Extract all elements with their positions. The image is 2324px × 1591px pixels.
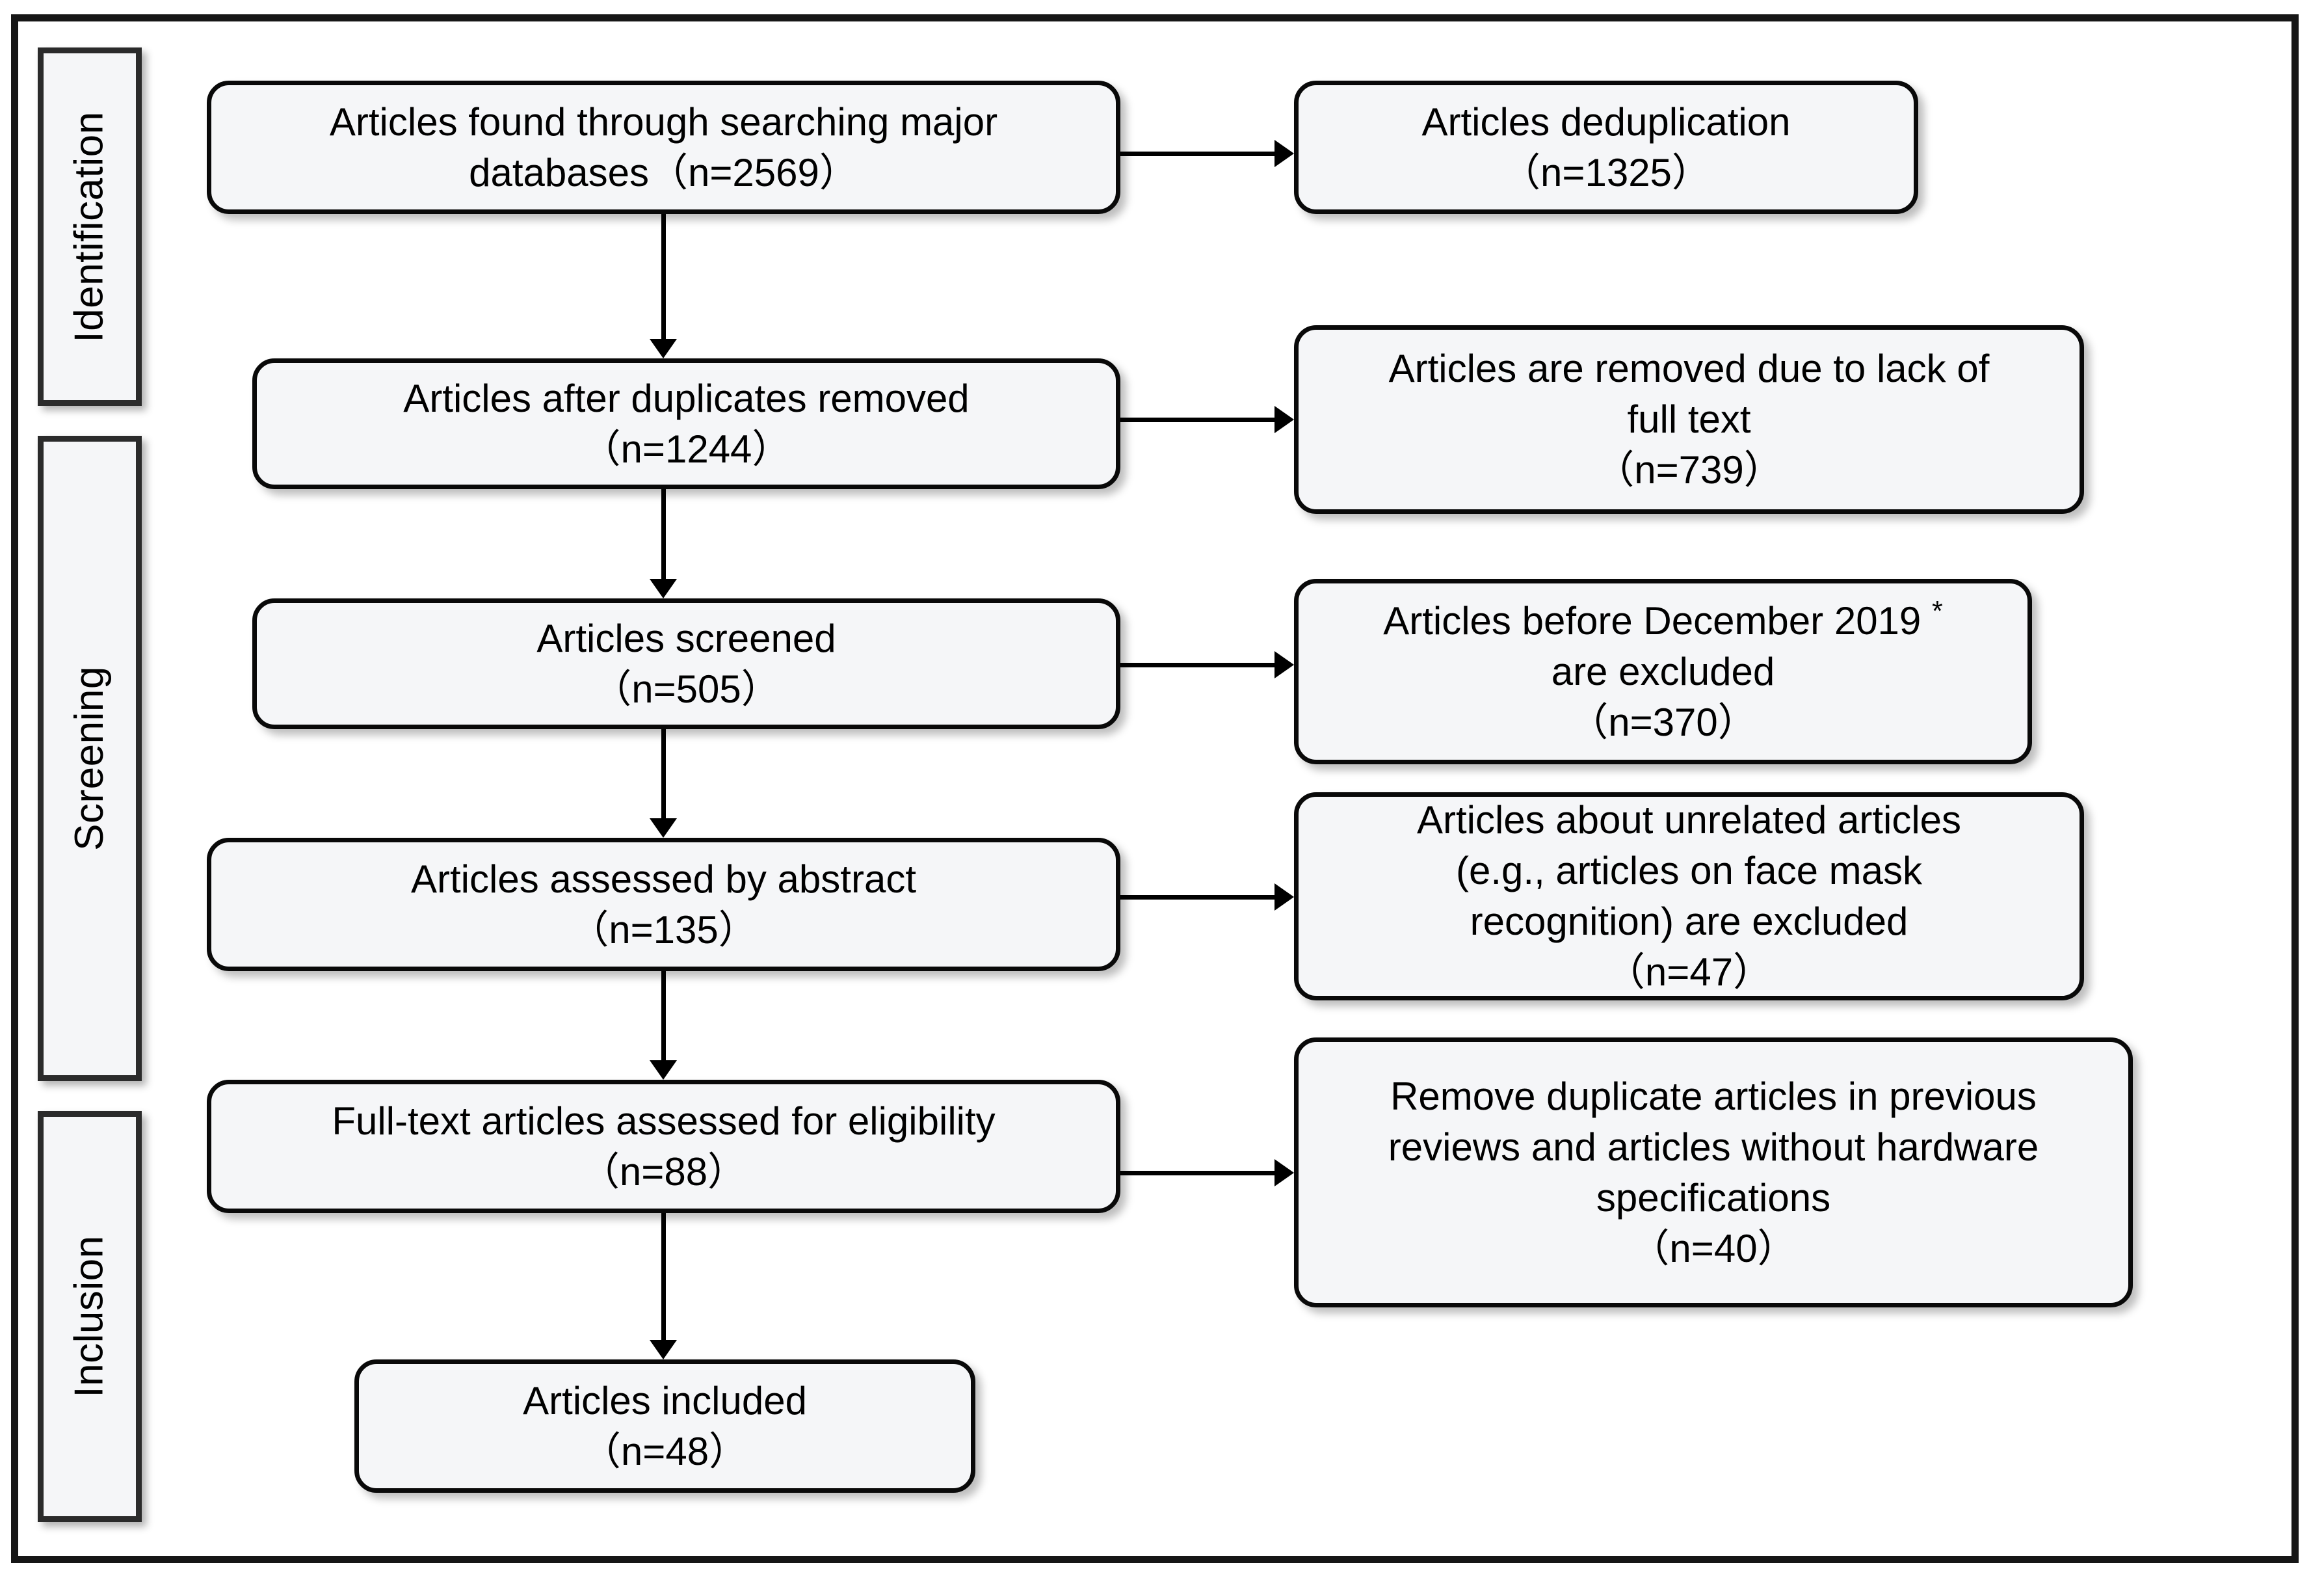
connector-assessed-abstract-to-fulltext-line bbox=[661, 971, 666, 1060]
exclusion-node-unrelated-line4: （n=47） bbox=[1605, 950, 1773, 994]
exclusion-node-unrelated-line2: (e.g., articles on face mask bbox=[1456, 849, 1922, 892]
flow-node-after-duplicates-line1: Articles after duplicates removed bbox=[403, 376, 970, 420]
exclusion-node-no-full-text-line1: Articles are removed due to lack of bbox=[1388, 347, 1990, 390]
exclusion-node-before-dec-2019: Articles before December 2019 * are excl… bbox=[1294, 579, 2032, 764]
exclusion-node-duplicate-prev-reviews-line4: （n=40） bbox=[1630, 1226, 1797, 1270]
flow-node-articles-included: Articles included （n=48） bbox=[354, 1359, 975, 1493]
connector-fulltext-to-duplicate-prev-reviews-arrow bbox=[1274, 1159, 1294, 1186]
connector-assessed-abstract-to-unrelated-arrow bbox=[1274, 883, 1294, 911]
exclusion-node-deduplication-line2: （n=1325） bbox=[1501, 150, 1711, 194]
exclusion-node-unrelated: Articles about unrelated articles (e.g.,… bbox=[1294, 792, 2084, 1000]
flow-node-after-duplicates-line2: （n=1244） bbox=[581, 427, 791, 471]
exclusion-node-duplicate-prev-reviews: Remove duplicate articles in previous re… bbox=[1294, 1037, 2133, 1307]
exclusion-node-unrelated-line1: Articles about unrelated articles bbox=[1416, 798, 1962, 842]
phase-label-inclusion: Inclusion bbox=[38, 1111, 142, 1522]
phase-label-screening-text: Screening bbox=[67, 666, 112, 851]
exclusion-node-duplicate-prev-reviews-line1: Remove duplicate articles in previous bbox=[1390, 1074, 2037, 1118]
connector-fulltext-to-included-arrow bbox=[650, 1340, 677, 1359]
exclusion-node-deduplication-line1: Articles deduplication bbox=[1421, 100, 1791, 144]
flow-node-articles-found-line2: databases（n=2569） bbox=[469, 150, 858, 194]
exclusion-node-before-dec-2019-line3: （n=370） bbox=[1569, 700, 1757, 744]
flow-node-fulltext-eligibility: Full-text articles assessed for eligibil… bbox=[207, 1080, 1120, 1213]
connector-found-to-deduplication-line bbox=[1120, 152, 1274, 156]
connector-screened-to-before-dec-2019-arrow bbox=[1274, 651, 1294, 678]
connector-after-duplicates-to-screened-arrow bbox=[650, 579, 677, 598]
flow-node-articles-found-line1: Articles found through searching major bbox=[329, 100, 998, 144]
connector-after-duplicates-to-no-full-text-line bbox=[1120, 418, 1274, 422]
phase-label-identification: Identification bbox=[38, 47, 142, 406]
exclusion-node-duplicate-prev-reviews-line3: specifications bbox=[1596, 1175, 1831, 1220]
exclusion-node-before-dec-2019-line1: Articles before December 2019 * bbox=[1383, 595, 1943, 643]
phase-label-screening: Screening bbox=[38, 436, 142, 1081]
exclusion-node-before-dec-2019-line2: are excluded bbox=[1551, 649, 1775, 693]
exclusion-node-no-full-text-line3: （n=739） bbox=[1595, 448, 1783, 492]
connector-assessed-abstract-to-fulltext-arrow bbox=[650, 1060, 677, 1080]
connector-screened-to-assessed-abstract-line bbox=[661, 729, 666, 818]
diagram-outer-frame bbox=[11, 14, 2299, 1563]
connector-screened-to-assessed-abstract-arrow bbox=[650, 818, 677, 838]
flow-node-articles-screened-line1: Articles screened bbox=[536, 616, 836, 660]
flow-node-articles-included-line2: （n=48） bbox=[581, 1429, 748, 1473]
connector-after-duplicates-to-screened-line bbox=[661, 489, 666, 579]
connector-fulltext-to-included-line bbox=[661, 1213, 666, 1340]
exclusion-node-unrelated-line3: recognition) are excluded bbox=[1470, 900, 1908, 943]
flow-node-articles-found: Articles found through searching major d… bbox=[207, 81, 1120, 214]
exclusion-node-duplicate-prev-reviews-line2: reviews and articles without hardware bbox=[1388, 1125, 2039, 1169]
connector-found-to-after-duplicates-line bbox=[661, 214, 666, 339]
exclusion-node-no-full-text-line2: full text bbox=[1627, 397, 1751, 441]
connector-found-to-deduplication-arrow bbox=[1274, 140, 1294, 167]
exclusion-node-deduplication: Articles deduplication （n=1325） bbox=[1294, 81, 1918, 214]
exclusion-node-no-full-text: Articles are removed due to lack of full… bbox=[1294, 325, 2084, 514]
flow-node-after-duplicates: Articles after duplicates removed （n=124… bbox=[252, 358, 1120, 489]
flow-node-articles-included-line1: Articles included bbox=[523, 1378, 807, 1423]
flow-node-assessed-abstract: Articles assessed by abstract （n=135） bbox=[207, 838, 1120, 971]
phase-label-inclusion-text: Inclusion bbox=[67, 1235, 112, 1398]
flow-node-fulltext-eligibility-line2: （n=88） bbox=[580, 1149, 747, 1194]
connector-after-duplicates-to-no-full-text-arrow bbox=[1274, 406, 1294, 433]
connector-screened-to-before-dec-2019-line bbox=[1120, 663, 1274, 667]
phase-label-identification-text: Identification bbox=[67, 111, 112, 343]
flow-node-articles-screened: Articles screened （n=505） bbox=[252, 598, 1120, 729]
connector-fulltext-to-duplicate-prev-reviews-line bbox=[1120, 1171, 1274, 1175]
flow-node-articles-screened-line2: （n=505） bbox=[592, 667, 780, 711]
flow-node-fulltext-eligibility-line1: Full-text articles assessed for eligibil… bbox=[332, 1099, 996, 1143]
connector-assessed-abstract-to-unrelated-line bbox=[1120, 895, 1274, 900]
connector-found-to-after-duplicates-arrow bbox=[650, 339, 677, 358]
flow-node-assessed-abstract-line2: （n=135） bbox=[570, 907, 758, 952]
flow-node-assessed-abstract-line1: Articles assessed by abstract bbox=[411, 857, 916, 901]
